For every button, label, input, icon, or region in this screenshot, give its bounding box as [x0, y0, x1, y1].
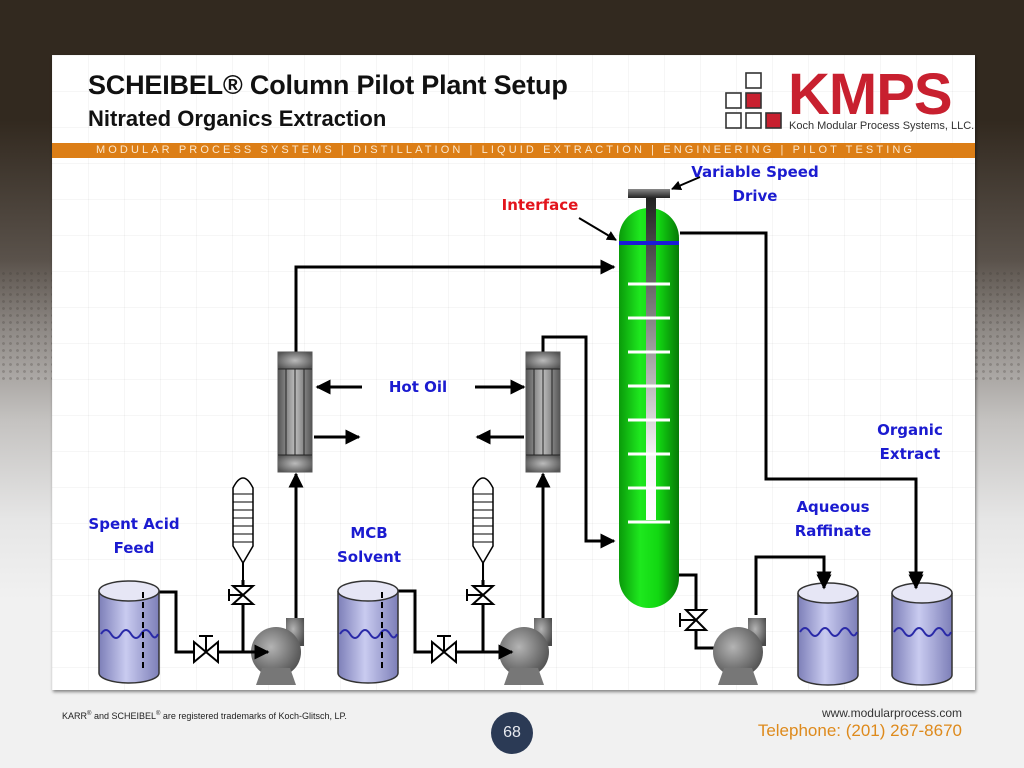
label-line: Aqueous: [796, 498, 870, 516]
raffinate-pump-icon: [713, 618, 766, 685]
label-line: Spent Acid: [88, 515, 180, 533]
label-line: Organic: [877, 421, 943, 439]
label-aqueous-raffinate: Aqueous Raffinate: [778, 495, 888, 543]
website-link[interactable]: www.modularprocess.com: [821, 706, 962, 720]
feed-calibration-column-icon: [232, 477, 254, 580]
trademark-scheibel: and SCHEIBEL: [91, 711, 156, 721]
trademark-note: KARR® and SCHEIBEL® are registered trade…: [62, 711, 347, 721]
reg-mark: ®: [155, 711, 161, 717]
label-line: Variable Speed: [691, 163, 819, 181]
solvent-calibration-column-icon: [472, 477, 494, 580]
slide-title: SCHEIBEL® Column Pilot Plant Setup: [88, 70, 568, 100]
solvent-valve-icon: [431, 635, 457, 665]
solvent-tank-icon: [337, 580, 399, 684]
logo-wordmark: KMPS: [788, 62, 953, 127]
telephone-text: Telephone: (201) 267-8670: [757, 721, 962, 740]
trademark-owner: are registered trademarks of Koch-Glitsc…: [160, 711, 347, 721]
trademark-karr: KARR: [62, 711, 88, 721]
reg-mark: ®: [87, 711, 92, 717]
raffinate-valve-icon: [679, 609, 709, 631]
label-variable-speed-drive: Variable Speed Drive: [685, 160, 825, 208]
variable-speed-drive-icon: [628, 189, 670, 198]
feed-valve-icon: [193, 635, 219, 665]
label-line: MCB: [350, 524, 388, 542]
label-mcb-solvent: MCB Solvent: [318, 521, 420, 569]
label-organic-extract: Organic Extract: [855, 418, 965, 466]
feed-pump-icon: [251, 618, 304, 685]
label-spent-acid-feed: Spent Acid Feed: [75, 512, 193, 560]
label-hot-oil: Hot Oil: [388, 378, 448, 396]
feed-tank-icon: [98, 580, 160, 684]
feed-calibration-valve-icon: [228, 585, 256, 605]
heat-exchanger-feed-icon: [277, 351, 313, 473]
solvent-pump-icon: [499, 618, 552, 685]
label-line: Raffinate: [794, 522, 872, 540]
label-line: Feed: [113, 539, 155, 557]
slide-subtitle: Nitrated Organics Extraction: [88, 106, 387, 131]
label-line: Extract: [879, 445, 941, 463]
page-number-badge: 68: [491, 712, 533, 754]
label-interface: Interface: [501, 196, 579, 214]
extract-tank-icon: [891, 582, 953, 686]
label-line: Drive: [732, 187, 778, 205]
scheibel-column-icon: [619, 189, 679, 608]
heat-exchanger-solvent-icon: [525, 351, 561, 473]
tagline-band: MODULAR PROCESS SYSTEMS | DISTILLATION |…: [52, 143, 975, 158]
logo-company-name: Koch Modular Process Systems, LLC.: [789, 120, 975, 132]
solvent-calibration-valve-icon: [466, 585, 496, 605]
label-line: Solvent: [336, 548, 402, 566]
raffinate-tank-icon: [797, 582, 859, 686]
kmps-logo-icon: [725, 72, 782, 129]
